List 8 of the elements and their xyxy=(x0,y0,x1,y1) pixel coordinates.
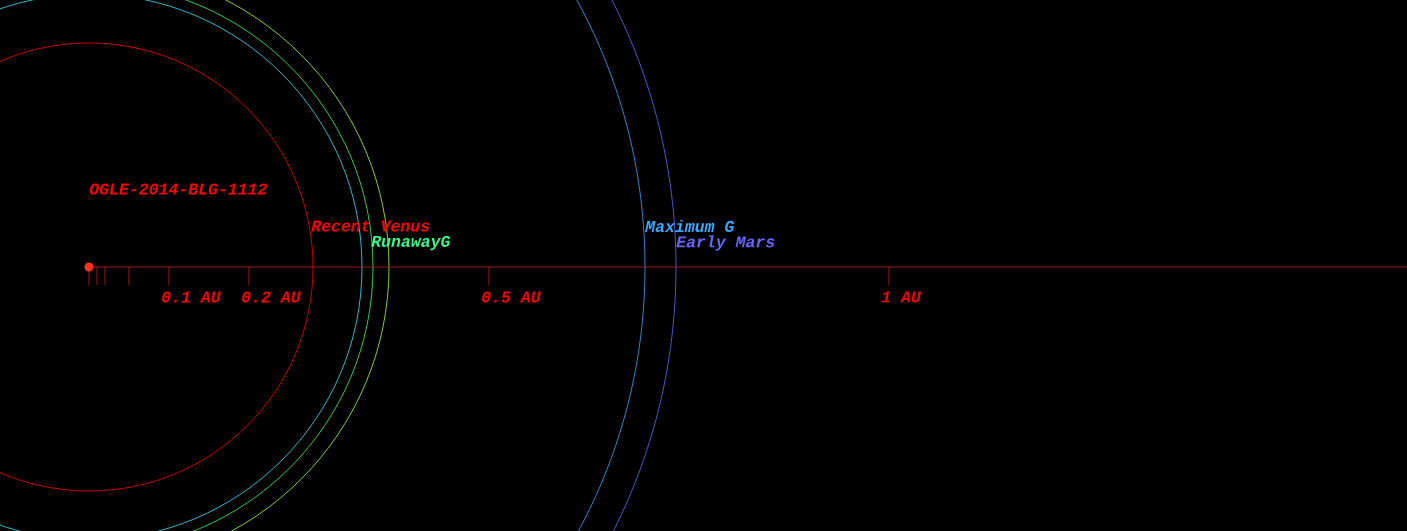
zone-label: Recent Venus xyxy=(311,220,430,232)
distance-label: 1 AU xyxy=(881,291,922,303)
system-name: OGLE-2014-BLG-1112 xyxy=(89,183,268,195)
distance-label: 0.5 AU xyxy=(482,291,541,303)
zone-label: RunawayG xyxy=(371,235,451,251)
distance-label: 0.1 AU xyxy=(162,291,221,303)
zone-label: Early Mars xyxy=(676,235,775,251)
distance-label: 0.2 AU xyxy=(242,291,301,303)
